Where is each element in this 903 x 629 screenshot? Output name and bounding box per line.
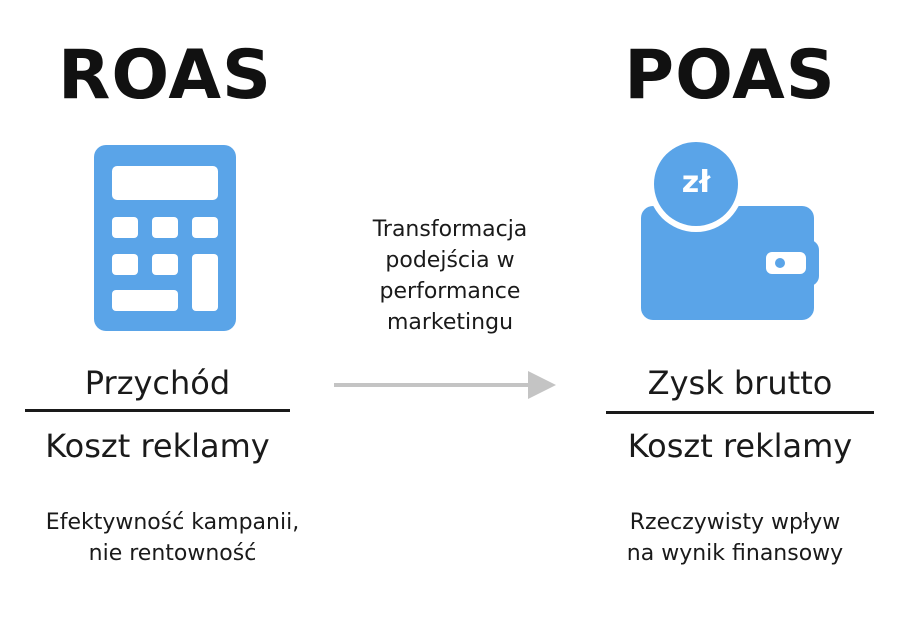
poas-denominator: Koszt reklamy (627, 427, 853, 465)
roas-caption-line2: nie rentowność (88, 541, 257, 566)
transformation-line3: performance (379, 279, 521, 304)
roas-numerator: Przychód (84, 364, 231, 402)
calculator-icon (94, 145, 236, 331)
arrow-right-icon (334, 369, 558, 401)
poas-caption-line2: na wynik finansowy (626, 541, 844, 566)
roas-denominator: Koszt reklamy (45, 427, 270, 465)
poas-numerator: Zysk brutto (647, 364, 833, 402)
poas-caption: Rzeczywisty wpływ na wynik finansowy (575, 507, 895, 569)
roas-fraction-line (25, 409, 290, 412)
roas-caption: Efektywność kampanii, nie rentowność (0, 507, 345, 569)
roas-title: ROAS (58, 36, 272, 115)
transformation-text: Transformacja podejścia w performance ma… (325, 214, 575, 338)
transformation-line2: podejścia w (385, 248, 515, 273)
roas-caption-line1: Efektywność kampanii, (45, 510, 300, 535)
poas-caption-line1: Rzeczywisty wpływ (629, 510, 841, 535)
poas-fraction-line (606, 411, 874, 414)
transformation-line1: Transformacja (372, 217, 528, 242)
transformation-line4: marketingu (386, 310, 514, 335)
wallet-icon (638, 140, 823, 325)
poas-title: POAS (624, 36, 836, 115)
coin-label: zł (681, 165, 711, 200)
